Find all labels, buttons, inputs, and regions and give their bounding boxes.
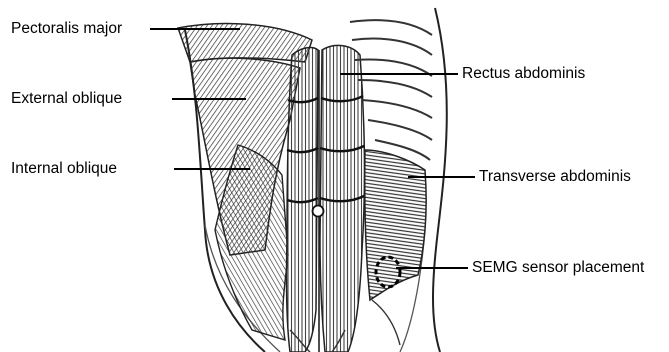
- label-transverse-abdominis: Transverse abdominis: [479, 168, 631, 186]
- transverse-abdominis-muscle: [365, 150, 426, 300]
- label-rectus-abdominis: Rectus abdominis: [462, 65, 585, 83]
- label-pectoralis-major: Pectoralis major: [11, 20, 122, 38]
- label-external-oblique: External oblique: [11, 90, 122, 108]
- umbilicus: [313, 206, 324, 217]
- rectus-abdominis-muscle: [286, 45, 364, 352]
- label-semg-sensor-placement: SEMG sensor placement: [472, 259, 644, 277]
- label-internal-oblique: Internal oblique: [11, 160, 117, 178]
